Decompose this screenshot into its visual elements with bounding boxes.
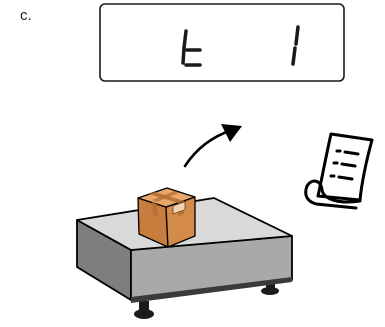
lcd-display-icon <box>100 4 344 81</box>
curved-arrow-icon <box>185 124 242 166</box>
printed-receipt-icon <box>306 134 372 208</box>
